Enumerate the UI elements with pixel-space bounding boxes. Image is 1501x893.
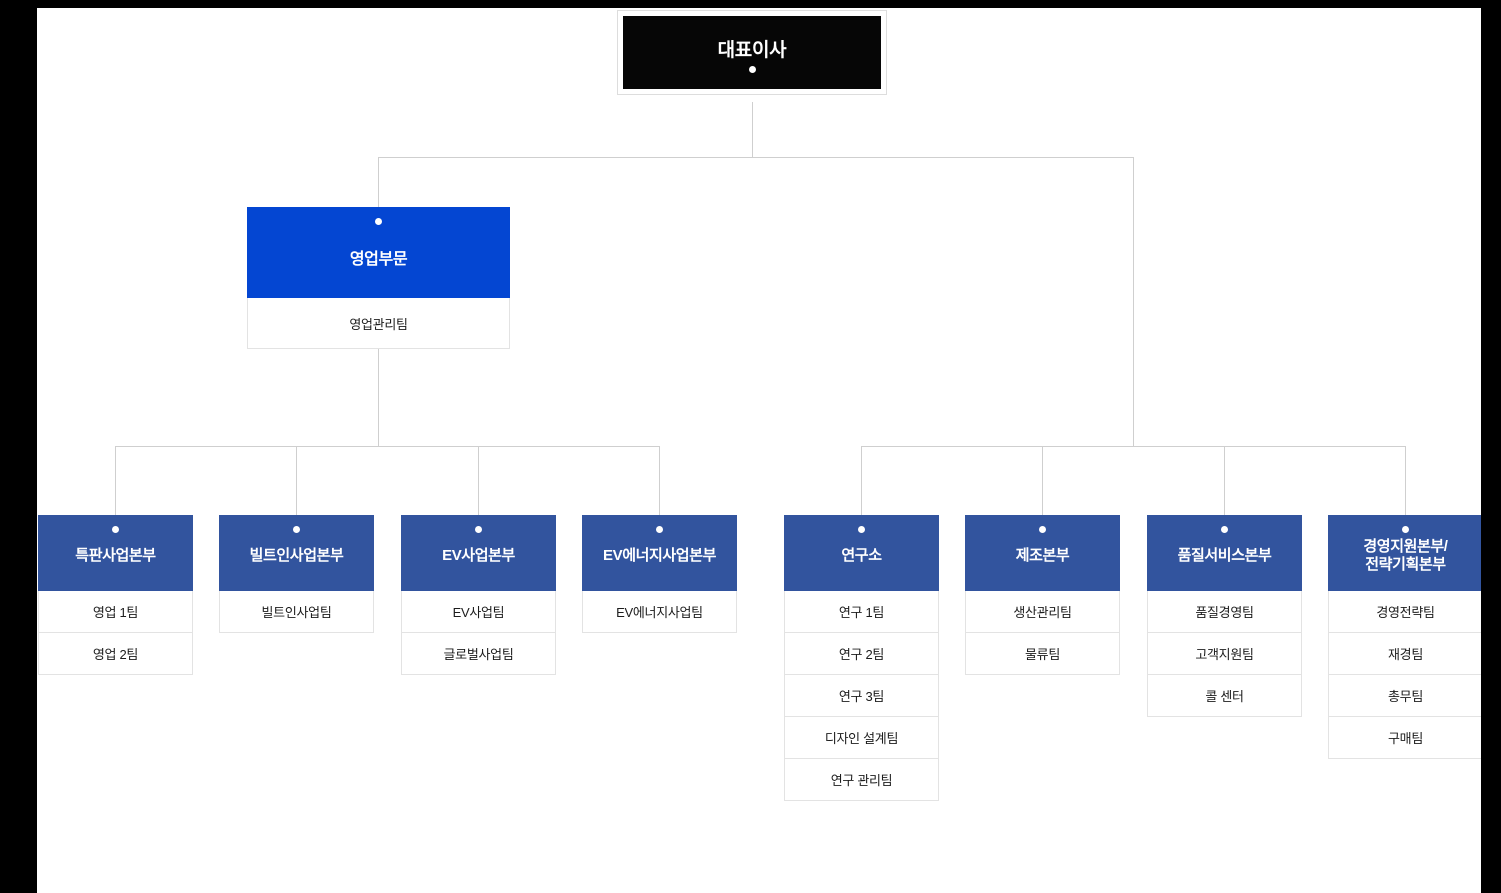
node-quality-service-teams: 품질경영팀 고객지원팀 콜 센터 (1147, 591, 1302, 717)
connector-division-stem (378, 348, 379, 446)
connector-left-drop-1 (115, 446, 116, 515)
node-builtin-teams: 빌트인사업팀 (219, 591, 374, 633)
team-item[interactable]: 구매팀 (1328, 717, 1481, 759)
team-item[interactable]: 품질경영팀 (1147, 591, 1302, 633)
node-quality-service-label: 품질서비스본부 (1177, 547, 1272, 565)
node-research-header[interactable]: 연구소 (784, 515, 939, 591)
team-item[interactable]: 연구 3팀 (784, 675, 939, 717)
node-dot-icon (293, 526, 300, 533)
connector-root-stem (752, 102, 753, 157)
connector-to-division (378, 157, 379, 207)
connector-right-group-bus (861, 446, 1405, 447)
node-special-sales-header[interactable]: 특판사업본부 (38, 515, 193, 591)
node-research[interactable]: 연구소 연구 1팀 연구 2팀 연구 3팀 디자인 설계팀 연구 관리팀 (784, 515, 939, 801)
node-dot-icon (748, 66, 756, 73)
connector-left-drop-4 (659, 446, 660, 515)
node-dot-icon (112, 526, 119, 533)
connector-left-group-bus (115, 446, 659, 447)
connector-right-drop-1 (861, 446, 862, 515)
node-ev-header[interactable]: EV사업본부 (401, 515, 556, 591)
node-sales-division[interactable]: 영업부문 영업관리팀 (247, 207, 510, 349)
node-manufacturing[interactable]: 제조본부 생산관리팀 물류팀 (965, 515, 1120, 675)
team-item[interactable]: EV사업팀 (401, 591, 556, 633)
node-special-sales[interactable]: 특판사업본부 영업 1팀 영업 2팀 (38, 515, 193, 675)
node-ev-energy-header[interactable]: EV에너지사업본부 (582, 515, 737, 591)
connector-left-drop-2 (296, 446, 297, 515)
node-ev-energy-teams: EV에너지사업팀 (582, 591, 737, 633)
team-item[interactable]: 콜 센터 (1147, 675, 1302, 717)
node-dot-icon (858, 526, 865, 533)
node-management-support-teams: 경영전략팀 재경팀 총무팀 구매팀 (1328, 591, 1481, 759)
connector-right-drop-2 (1042, 446, 1043, 515)
node-dot-icon (656, 526, 663, 533)
team-item[interactable]: 총무팀 (1328, 675, 1481, 717)
node-ceo-label: 대표이사 (717, 40, 787, 61)
node-dot-icon (375, 218, 382, 225)
connector-left-drop-3 (478, 446, 479, 515)
team-item[interactable]: 물류팀 (965, 633, 1120, 675)
node-management-support-header[interactable]: 경영지원본부/ 전략기획본부 (1328, 515, 1481, 591)
node-ev[interactable]: EV사업본부 EV사업팀 글로벌사업팀 (401, 515, 556, 675)
team-item[interactable]: EV에너지사업팀 (582, 591, 737, 633)
node-quality-service[interactable]: 품질서비스본부 품질경영팀 고객지원팀 콜 센터 (1147, 515, 1302, 717)
team-item[interactable]: 영업 1팀 (38, 591, 193, 633)
node-research-label: 연구소 (841, 547, 882, 565)
connector-right-drop-3 (1224, 446, 1225, 515)
node-sales-division-header[interactable]: 영업부문 (247, 207, 510, 298)
connector-right-drop-4 (1405, 446, 1406, 515)
node-dot-icon (1039, 526, 1046, 533)
node-manufacturing-header[interactable]: 제조본부 (965, 515, 1120, 591)
node-ev-teams: EV사업팀 글로벌사업팀 (401, 591, 556, 675)
node-management-support-label-line1: 경영지원본부/ (1363, 538, 1448, 556)
org-chart-canvas: 대표이사 영업부문 영업관리팀 특판사업본부 영업 1팀 영업 2팀 (37, 8, 1481, 893)
team-item[interactable]: 연구 2팀 (784, 633, 939, 675)
node-management-support-label-line2: 전략기획본부 (1365, 556, 1446, 573)
team-item[interactable]: 연구 1팀 (784, 591, 939, 633)
node-builtin-label: 빌트인사업본부 (249, 547, 344, 565)
node-ev-energy-label: EV에너지사업본부 (602, 547, 716, 565)
node-special-sales-teams: 영업 1팀 영업 2팀 (38, 591, 193, 675)
connector-right-trunk (1133, 157, 1134, 446)
team-item[interactable]: 고객지원팀 (1147, 633, 1302, 675)
node-manufacturing-label: 제조본부 (1015, 547, 1070, 565)
team-item[interactable]: 영업 2팀 (38, 633, 193, 675)
node-dot-icon (475, 526, 482, 533)
node-dot-icon (1221, 526, 1228, 533)
team-item[interactable]: 디자인 설계팀 (784, 717, 939, 759)
node-sales-division-teams: 영업관리팀 (247, 298, 510, 349)
team-item[interactable]: 빌트인사업팀 (219, 591, 374, 633)
node-ceo[interactable]: 대표이사 (617, 10, 887, 95)
team-item[interactable]: 연구 관리팀 (784, 759, 939, 801)
node-quality-service-header[interactable]: 품질서비스본부 (1147, 515, 1302, 591)
team-item[interactable]: 영업관리팀 (247, 298, 510, 349)
node-builtin[interactable]: 빌트인사업본부 빌트인사업팀 (219, 515, 374, 633)
node-research-teams: 연구 1팀 연구 2팀 연구 3팀 디자인 설계팀 연구 관리팀 (784, 591, 939, 801)
team-item[interactable]: 경영전략팀 (1328, 591, 1481, 633)
connector-level2-bus (378, 157, 1134, 158)
node-ceo-box: 대표이사 (623, 16, 881, 89)
node-dot-icon (1402, 526, 1409, 533)
team-item[interactable]: 재경팀 (1328, 633, 1481, 675)
node-ev-energy[interactable]: EV에너지사업본부 EV에너지사업팀 (582, 515, 737, 633)
node-special-sales-label: 특판사업본부 (75, 547, 156, 565)
node-management-support-label: 경영지원본부/ 전략기획본부 (1363, 538, 1448, 573)
team-item[interactable]: 생산관리팀 (965, 591, 1120, 633)
node-sales-division-label: 영업부문 (349, 250, 408, 268)
node-builtin-header[interactable]: 빌트인사업본부 (219, 515, 374, 591)
team-item[interactable]: 글로벌사업팀 (401, 633, 556, 675)
node-ev-label: EV사업본부 (442, 547, 515, 565)
node-management-support[interactable]: 경영지원본부/ 전략기획본부 경영전략팀 재경팀 총무팀 구매팀 (1328, 515, 1481, 759)
node-manufacturing-teams: 생산관리팀 물류팀 (965, 591, 1120, 675)
